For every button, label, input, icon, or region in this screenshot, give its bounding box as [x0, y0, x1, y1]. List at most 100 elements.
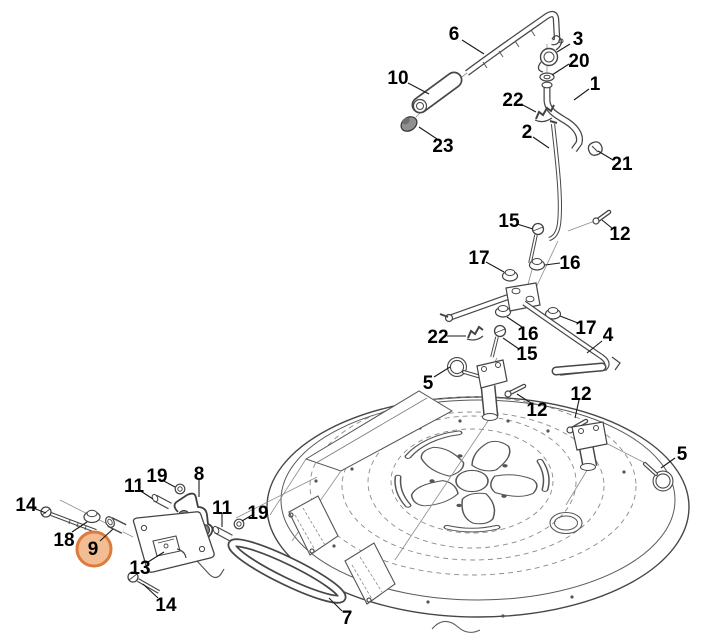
- diagram-artwork: [40, 10, 690, 633]
- part-drawing-14-bolt-b: [127, 571, 160, 594]
- part-label-12[interactable]: 12: [526, 400, 547, 421]
- part-drawing-13-bracket: [132, 511, 215, 573]
- leader-line-20: [551, 63, 570, 76]
- part-label-13[interactable]: 13: [129, 558, 150, 579]
- leader-line-12: [574, 399, 580, 419]
- part-label-3[interactable]: 3: [573, 29, 584, 50]
- leader-line-5: [660, 457, 676, 469]
- deck-post-right: [571, 421, 608, 471]
- leader-line-15: [502, 337, 520, 350]
- leader-line-5: [433, 366, 451, 378]
- part-label-6[interactable]: 6: [449, 24, 460, 45]
- leader-line-17: [559, 315, 579, 324]
- part-label-5[interactable]: 5: [677, 444, 688, 465]
- part-label-5[interactable]: 5: [423, 373, 434, 394]
- part-drawing-deck-housing: [193, 390, 690, 633]
- part-label-12[interactable]: 12: [609, 224, 630, 245]
- leader-line-18: [71, 521, 88, 533]
- leader-line-14: [142, 583, 159, 599]
- part-drawing-5-hook-left: [447, 357, 483, 379]
- part-label-2[interactable]: 2: [522, 122, 533, 143]
- part-drawing-19-nut-a: [174, 483, 186, 495]
- part-drawing-14-bolt-a: [40, 506, 97, 533]
- part-label-22[interactable]: 22: [427, 327, 448, 348]
- leader-line-22: [520, 103, 537, 113]
- part-label-11[interactable]: 11: [124, 476, 145, 497]
- part-label-15[interactable]: 15: [516, 344, 538, 365]
- leader-line-19: [161, 479, 176, 488]
- part-drawing-4-lift-lever: [439, 282, 621, 376]
- leader-line-15: [516, 223, 534, 230]
- leader-line-3: [556, 43, 571, 53]
- deck-post-left: [476, 359, 508, 421]
- part-drawing-fan: [394, 430, 550, 533]
- part-drawing-15-bolt-a: [528, 222, 545, 264]
- part-label-18[interactable]: 18: [53, 530, 74, 551]
- deck-front-brackets: [288, 495, 396, 605]
- part-label-21[interactable]: 21: [611, 154, 633, 175]
- part-drawing-1-elbow-pipe: [541, 81, 583, 153]
- part-label-17[interactable]: 17: [575, 318, 596, 339]
- leader-line-12: [516, 393, 532, 404]
- part-label-16[interactable]: 16: [559, 253, 580, 274]
- part-label-7[interactable]: 7: [342, 608, 353, 629]
- part-drawing-7-belt: [227, 538, 347, 604]
- part-drawing-17-nut-a: [501, 269, 519, 282]
- leader-line-23: [418, 126, 438, 140]
- part-drawing-3-cap: [537, 35, 564, 73]
- part-label-14[interactable]: 14: [15, 495, 37, 516]
- part-drawing-10-grip: [411, 71, 463, 114]
- part-drawing-21-clamp: [587, 141, 603, 156]
- part-label-10[interactable]: 10: [387, 68, 408, 89]
- leader-line-14: [32, 507, 47, 514]
- part-label-19[interactable]: 19: [146, 466, 167, 487]
- part-label-1[interactable]: 1: [590, 74, 601, 95]
- part-drawing-5-hook-right: [643, 462, 674, 492]
- part-drawing-17-nut-b: [544, 307, 562, 320]
- leader-line-13: [147, 551, 165, 563]
- leader-line-10: [407, 82, 430, 95]
- part-drawing-15-bolt-b: [490, 324, 507, 358]
- part-drawing-19-nut-b: [233, 518, 245, 530]
- part-drawing-20-washer: [539, 72, 555, 82]
- leader-line-21: [597, 150, 614, 161]
- part-drawing-16-nut-b: [494, 305, 512, 318]
- highlight-layer: [75, 530, 113, 568]
- part-drawing-9-bushing: [105, 516, 127, 534]
- part-label-15[interactable]: 15: [498, 211, 520, 232]
- part-label-11[interactable]: 11: [212, 498, 233, 519]
- part-drawing-16-nut-a: [528, 258, 546, 271]
- part-label-9[interactable]: 9: [88, 539, 99, 560]
- leader-line-9: [99, 528, 114, 542]
- part-label-17[interactable]: 17: [468, 248, 489, 269]
- leader-line-17: [485, 261, 505, 273]
- part-drawing-11-pin-b: [212, 525, 233, 542]
- part-label-12[interactable]: 12: [570, 384, 591, 405]
- highlight-circle-part-9: [75, 530, 113, 568]
- leader-line-2: [532, 136, 550, 149]
- leader-line-1: [573, 88, 590, 101]
- part-drawing-12-pin-b: [504, 383, 527, 398]
- part-drawing-11-pin-a: [151, 493, 172, 510]
- part-label-22[interactable]: 22: [502, 90, 523, 111]
- part-label-20[interactable]: 20: [568, 51, 589, 72]
- part-label-4[interactable]: 4: [603, 325, 614, 346]
- part-label-14[interactable]: 14: [155, 595, 177, 616]
- part-drawing-22-clip-lower: [466, 325, 484, 341]
- leader-line-6: [461, 39, 485, 55]
- part-label-23[interactable]: 23: [432, 136, 453, 157]
- leader-line-12: [601, 219, 614, 230]
- leader-line-7: [328, 597, 343, 612]
- leader-line-16: [544, 262, 561, 266]
- leader-line-19: [241, 514, 253, 522]
- part-label-16[interactable]: 16: [517, 324, 538, 345]
- part-drawing-12-pin-a: [592, 209, 612, 225]
- part-label-19[interactable]: 19: [247, 503, 268, 524]
- leader-line-4: [586, 340, 603, 354]
- part-drawing-22-clip-upper: [534, 104, 555, 123]
- part-label-8[interactable]: 8: [194, 464, 205, 485]
- part-drawing-2-rod: [548, 120, 562, 242]
